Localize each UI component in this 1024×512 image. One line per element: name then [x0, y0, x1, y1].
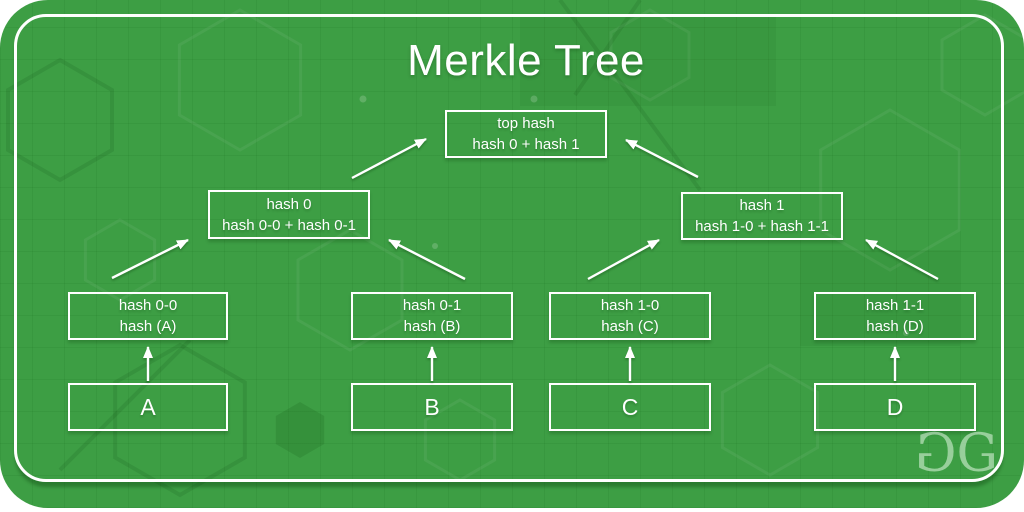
- node-formula-line: hash (A): [119, 318, 177, 335]
- arrow-hash00-to-hash0: [111, 238, 189, 280]
- node-label-line: hash 0-1: [402, 297, 462, 314]
- leaf-label: B: [424, 393, 440, 420]
- node-label-line: hash 1: [739, 197, 785, 214]
- logo-g: G: [956, 424, 998, 484]
- node-hash-0: hash 0 hash 0-0 + hash 0-1: [208, 190, 370, 239]
- node-top-hash: top hash hash 0 + hash 1: [445, 110, 607, 158]
- node-formula-line: hash (B): [403, 318, 461, 335]
- node-formula-line: hash (C): [601, 318, 659, 335]
- arrow-hash0-to-tophash: [351, 137, 427, 180]
- node-label-line: top hash: [497, 115, 555, 132]
- leaf-block-a: A: [68, 383, 228, 431]
- leaf-label: D: [886, 393, 904, 420]
- node-hash-1-0: hash 1-0 hash (C): [549, 292, 711, 340]
- node-label-line: hash 1-0: [600, 297, 660, 314]
- arrow-hash10-to-hash1: [587, 238, 660, 281]
- node-hash-0-1: hash 0-1 hash (B): [351, 292, 513, 340]
- node-formula-line: hash 0-0 + hash 0-1: [222, 216, 356, 234]
- node-hash-1: hash 1 hash 1-0 + hash 1-1: [681, 192, 843, 240]
- node-hash-0-0: hash 0-0 hash (A): [68, 292, 228, 340]
- page-title: Merkle Tree: [407, 36, 645, 85]
- node-label-line: hash 0: [266, 195, 312, 213]
- leaf-label: C: [621, 393, 639, 420]
- logo-g-mirrored: G: [916, 424, 957, 484]
- geeksforgeeks-logo: GG: [916, 424, 998, 484]
- node-formula-line: hash 1-0 + hash 1-1: [695, 218, 829, 235]
- arrow-hash11-to-hash1: [865, 238, 939, 281]
- arrow-hash01-to-hash0: [388, 238, 466, 281]
- arrow-hash1-to-tophash: [625, 138, 699, 179]
- node-label-line: hash 0-0: [118, 297, 178, 314]
- leaf-block-d: D: [814, 383, 976, 431]
- leaf-label: A: [140, 393, 156, 420]
- node-formula-line: hash (D): [866, 318, 924, 335]
- leaf-block-c: C: [549, 383, 711, 431]
- node-formula-line: hash 0 + hash 1: [472, 136, 580, 153]
- node-label-line: hash 1-1: [865, 297, 925, 314]
- leaf-block-b: B: [351, 383, 513, 431]
- node-hash-1-1: hash 1-1 hash (D): [814, 292, 976, 340]
